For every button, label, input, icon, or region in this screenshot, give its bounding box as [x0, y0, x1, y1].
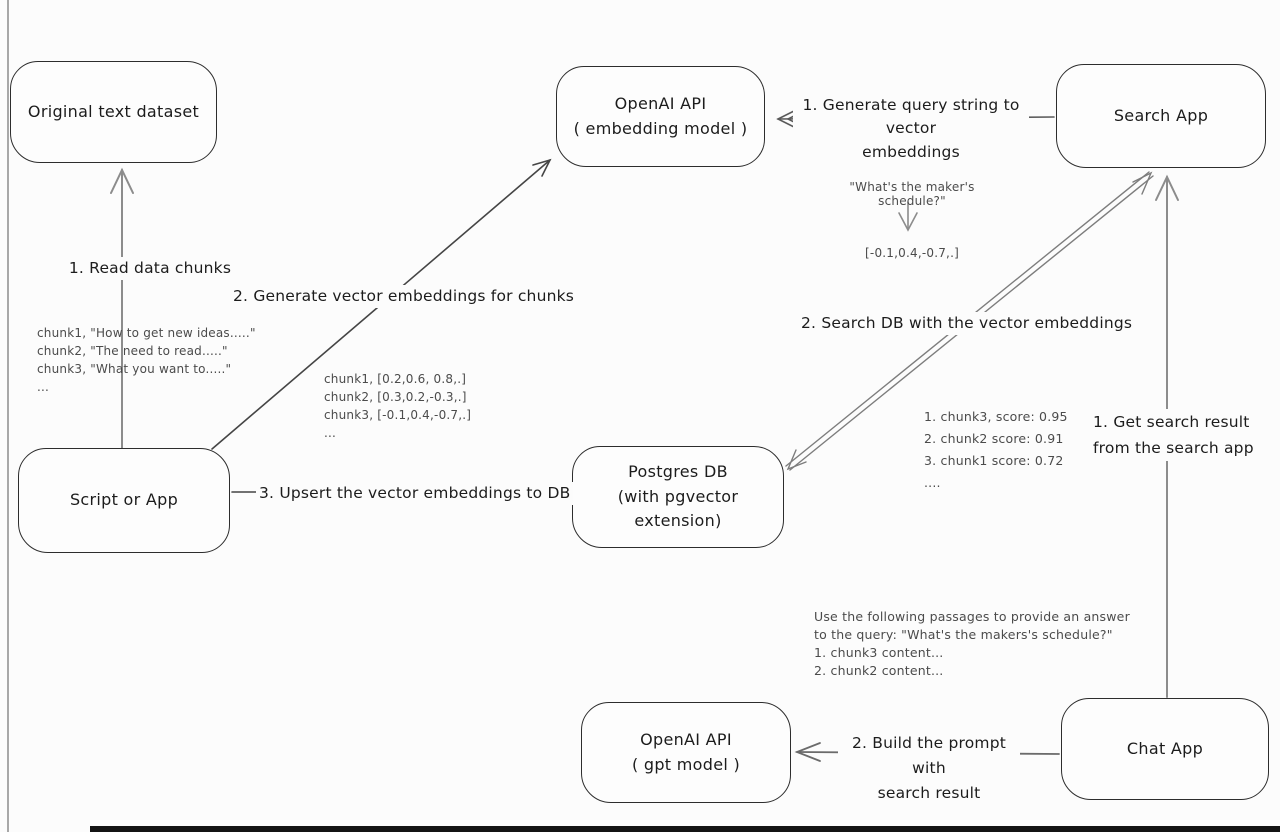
- node-label: Original text dataset: [27, 101, 200, 121]
- annotation-query-question: "What's the maker's schedule?": [849, 180, 975, 208]
- annotation-line: ...: [37, 380, 50, 394]
- node-label-line1: Postgres DB: [628, 461, 728, 481]
- node-label-line2: (with pgvector extension): [617, 486, 739, 531]
- edge-label-generate-embeddings: 2. Generate vector embeddings for chunks: [230, 285, 578, 309]
- annotation-line: chunk1, "How to get new ideas.....": [37, 326, 256, 340]
- annotation-line: chunk1, [0.2,0.6, 0.8,.]: [324, 372, 467, 386]
- node-script-or-app: Script or App: [18, 448, 230, 553]
- node-chat-app: Chat App: [1061, 698, 1269, 800]
- node-label-line1: OpenAI API: [614, 93, 707, 113]
- edge-label-line1: 2. Build the prompt with: [851, 734, 1007, 777]
- annotation-line: 1. chunk3 content...: [814, 645, 944, 660]
- node-openai-embedding: OpenAI API ( embedding model ): [556, 66, 765, 167]
- annotation-line: chunk2, [0.3,0.2,-0.3,.]: [324, 390, 467, 404]
- node-label-line1: OpenAI API: [640, 729, 732, 749]
- node-label-line2: ( gpt model ): [631, 754, 741, 774]
- annotation-prompt-example: Use the following passages to provide an…: [814, 608, 1130, 680]
- annotation-text-chunks: chunk1, "How to get new ideas....." chun…: [37, 324, 256, 396]
- annotation-line: ...: [324, 426, 337, 440]
- edge-label-build-prompt: 2. Build the prompt with search result: [838, 731, 1020, 806]
- edge-label-line1: 1. Generate query string to vector: [802, 96, 1020, 138]
- edge-label-line1: 1. Get search result: [1093, 413, 1250, 431]
- edge-label-line2: search result: [877, 784, 981, 802]
- annotation-line: chunk3, [-0.1,0.4,-0.7,.]: [324, 408, 472, 422]
- annotation-search-scores: 1. chunk3, score: 0.95 2. chunk2 score: …: [924, 406, 1068, 494]
- edge-label-search-db: 2. Search DB with the vector embeddings: [798, 312, 1136, 336]
- annotation-line: 2. chunk2 score: 0.91: [924, 431, 1064, 446]
- edge-label-line2: embeddings: [862, 142, 960, 161]
- node-search-app: Search App: [1056, 64, 1266, 168]
- node-original-text-dataset: Original text dataset: [10, 61, 217, 163]
- node-label-line2: ( embedding model ): [573, 118, 748, 138]
- edge-label-get-search-result: 1. Get search result from the search app: [1090, 409, 1257, 461]
- edge-label-line2: from the search app: [1093, 439, 1254, 457]
- node-label: Chat App: [1126, 738, 1204, 758]
- annotation-line: 2. chunk2 content...: [814, 663, 944, 678]
- annotation-line: 3. chunk1 score: 0.72: [924, 453, 1064, 468]
- edge-label-query-to-vector: 1. Generate query string to vector embed…: [793, 94, 1029, 164]
- annotation-line: ....: [924, 475, 941, 490]
- edge-label-upsert-to-db: 3. Upsert the vector embeddings to DB: [256, 482, 574, 506]
- annotation-line: chunk3, "What you want to.....": [37, 362, 232, 376]
- annotation-query-vector: [-0.1,0.4,-0.7,.]: [865, 246, 959, 260]
- annotation-line: 1. chunk3, score: 0.95: [924, 409, 1068, 424]
- node-label: Search App: [1113, 105, 1209, 125]
- node-postgres-db: Postgres DB (with pgvector extension): [572, 446, 784, 548]
- edge-label-read-data-chunks: 1. Read data chunks: [48, 257, 252, 281]
- node-openai-gpt: OpenAI API ( gpt model ): [581, 702, 791, 803]
- annotation-line: Use the following passages to provide an…: [814, 609, 1130, 624]
- canvas-left-border: [7, 0, 9, 832]
- bottom-bar: [90, 826, 1280, 832]
- annotation-line: chunk2, "The need to read.....": [37, 344, 228, 358]
- annotation-chunk-vectors: chunk1, [0.2,0.6, 0.8,.] chunk2, [0.3,0.…: [324, 370, 471, 442]
- node-label: Script or App: [69, 490, 179, 510]
- arrow-read-data-chunks: [110, 167, 134, 450]
- annotation-line: to the query: "What's the makers's sched…: [814, 627, 1113, 642]
